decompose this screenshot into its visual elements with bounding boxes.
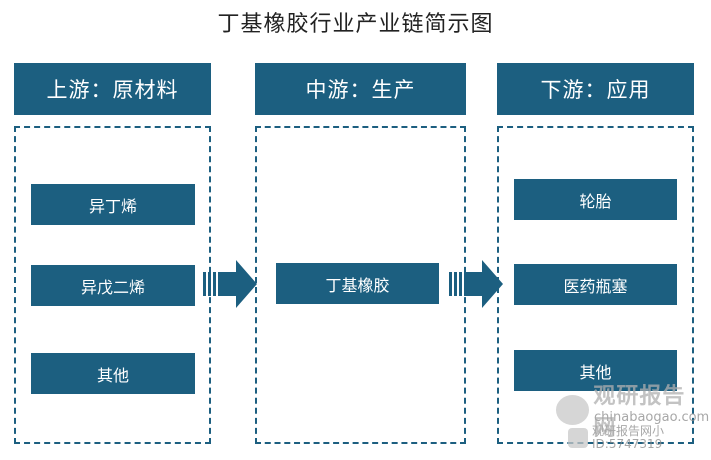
arrow-upstream-to-midstream <box>203 260 257 308</box>
watermark-site: chinabaogao.com <box>594 410 710 425</box>
brand-logo-icon <box>556 395 590 425</box>
node-isobutylene: 异丁烯 <box>31 184 195 225</box>
watermark-sub-line1: 观研报告网小 <box>592 424 665 438</box>
wechat-icon <box>568 428 588 448</box>
watermark-brand: 观研报告网 <box>593 384 686 441</box>
watermark-sub-line2: ID:5747319 <box>592 437 663 451</box>
node-butyl-rubber: 丁基橡胶 <box>276 263 439 304</box>
node-upstream-other: 其他 <box>31 353 195 394</box>
node-tires: 轮胎 <box>514 179 677 220</box>
header-downstream: 下游：应用 <box>497 63 694 115</box>
node-isoprene: 异戊二烯 <box>31 265 195 306</box>
watermark: 观研报告网 chinabaogao.com 观研报告网小 ID:5747319 <box>556 378 710 458</box>
arrow-midstream-to-downstream <box>449 260 503 308</box>
header-midstream: 中游：生产 <box>255 63 466 115</box>
node-downstream-other: 其他 <box>514 350 677 391</box>
header-upstream: 上游：原材料 <box>14 63 211 115</box>
node-medical-stoppers: 医药瓶塞 <box>514 264 677 305</box>
diagram-title: 丁基橡胶行业产业链简示图 <box>217 12 494 37</box>
panel-downstream <box>497 126 694 444</box>
